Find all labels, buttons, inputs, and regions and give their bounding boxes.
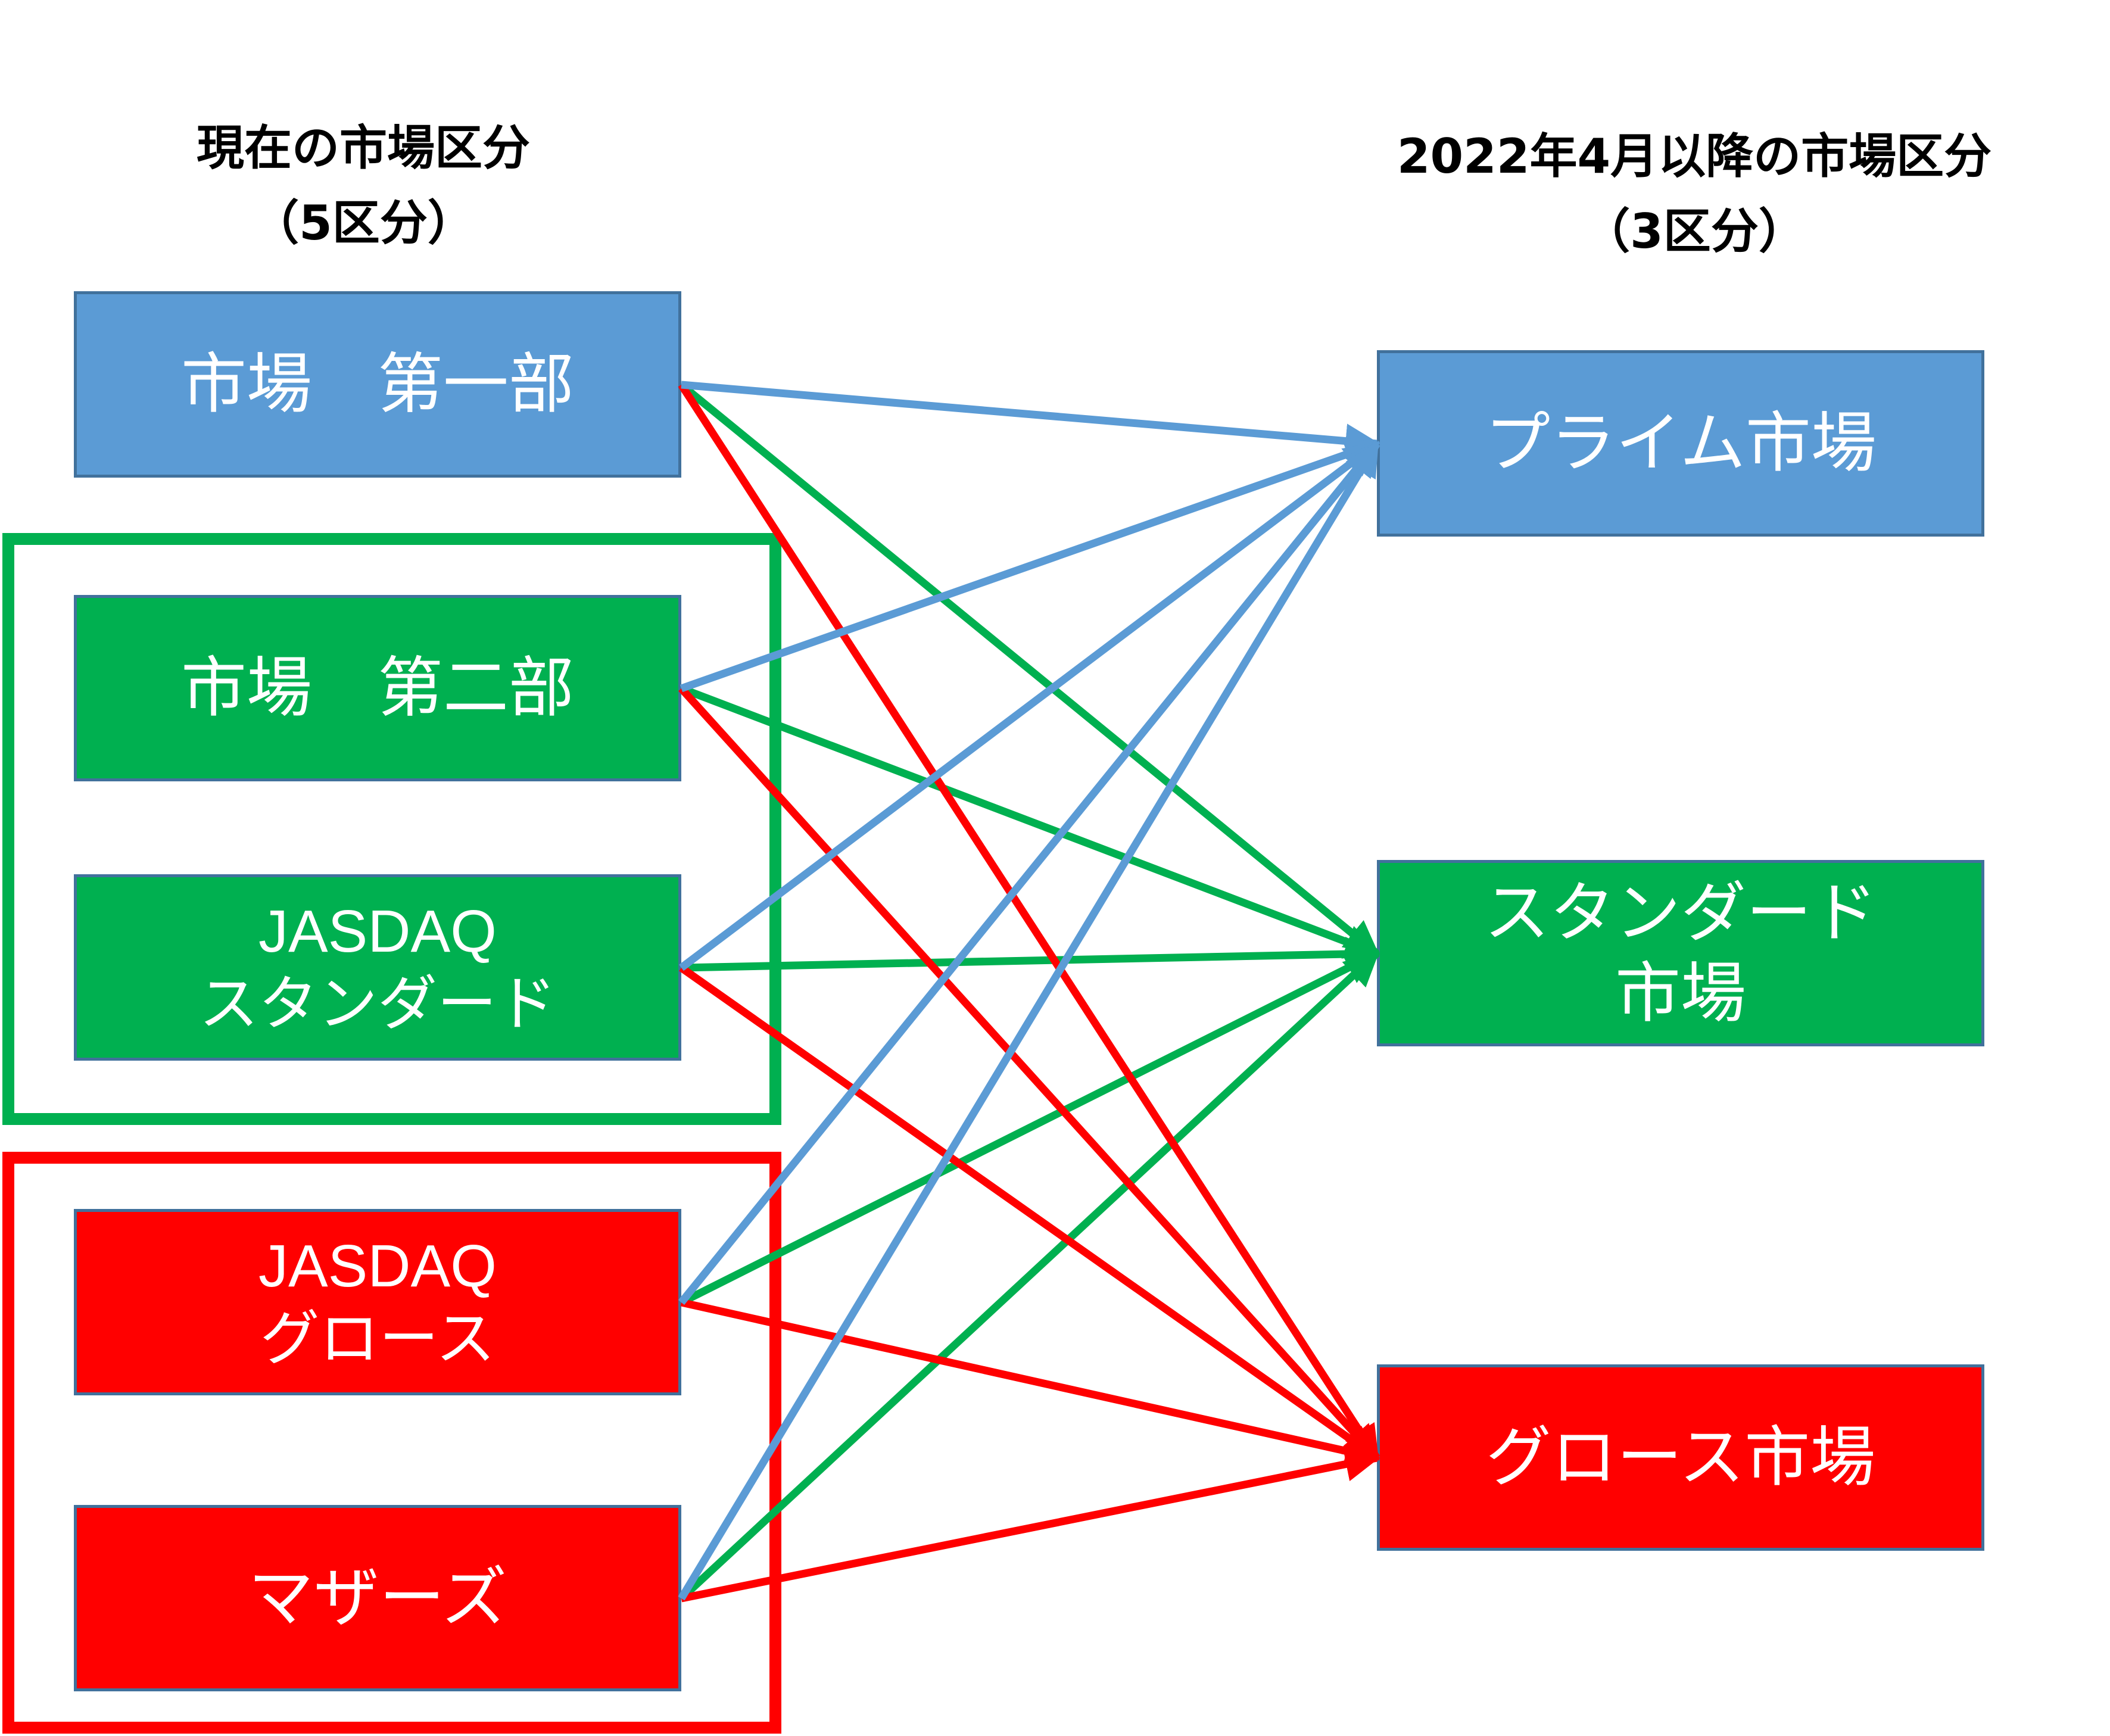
destination-box-label: プライム市場 [1485,405,1877,482]
new-segments-heading: 2022年4月以降の市場区分 （3区分） [1298,119,2090,269]
source-box-first-section: 市場 第一部 [74,291,681,478]
connector-arrow-green [680,950,1380,1306]
source-box-label: 市場 第一部 [181,346,574,423]
source-box-label: スタンダード [199,968,556,1039]
source-box-jasdaq-growth: JASDAQ グロース [74,1209,681,1395]
connector-arrow-red [678,382,1380,1461]
destination-box-label: スタンダード [1484,875,1877,952]
connector-arrow-green [678,950,1380,1601]
source-box-mothers: マザーズ [74,1505,681,1691]
connector-arrow-blue [679,440,1380,971]
connector-arrow-green [678,381,1380,957]
destination-box-standard: スタンダード 市場 [1377,860,1984,1046]
source-box-label: 市場 第二部 [181,650,574,727]
current-segments-heading-line2: （5区分） [251,195,475,251]
red-group-frame [2,1152,781,1734]
source-box-label: JASDAQ [258,1232,497,1299]
source-box-label: マザーズ [248,1560,507,1637]
connector-arrow-red [680,1298,1380,1469]
source-box-second-section: 市場 第二部 [74,595,681,781]
destination-box-label: グロース市場 [1485,1419,1876,1496]
current-segments-heading-line1: 現在の市場区分 [197,120,530,176]
connector-arrow-blue [678,440,1380,1601]
destination-box-growth: グロース市場 [1377,1364,1984,1551]
connector-arrow-blue [681,381,1380,459]
source-box-label: JASDAQ [258,897,497,965]
connector-arrow-green [680,684,1380,959]
connector-arrow-red [679,964,1380,1461]
connector-arrow-blue [678,441,1380,1305]
current-segments-heading: 現在の市場区分 （5区分） [95,111,631,261]
new-segments-heading-line1: 2022年4月以降の市場区分 [1397,129,1992,184]
source-box-jasdaq-standard: JASDAQ スタンダード [74,874,681,1061]
connector-arrow-red [678,685,1380,1461]
destination-box-prime: プライム市場 [1377,350,1984,537]
source-box-label: グロース [260,1303,495,1373]
connector-arrow-blue [680,437,1380,693]
connector-arrow-red [680,1447,1380,1603]
green-group-frame [2,533,781,1125]
new-segments-heading-line2: （3区分） [1582,204,1806,259]
destination-box-label: 市場 [1615,955,1746,1031]
connector-arrow-green [681,936,1380,972]
